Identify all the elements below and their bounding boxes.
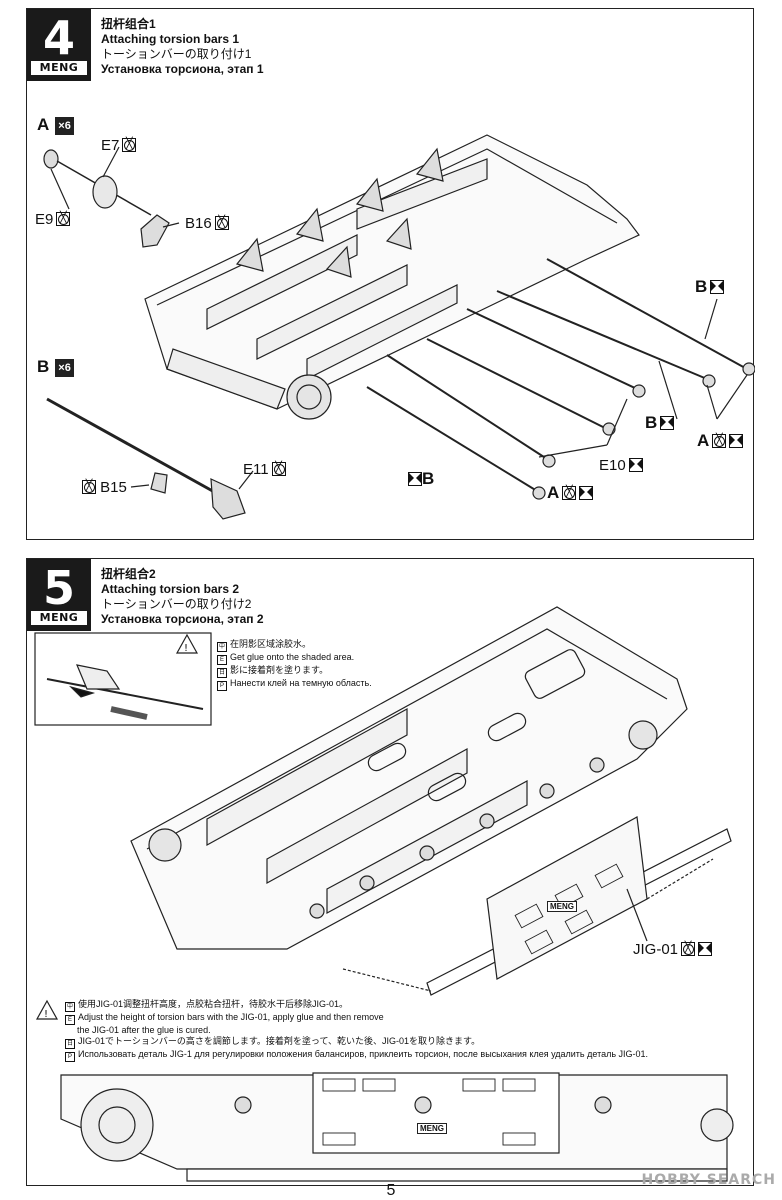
lang-flag-icon: 日	[65, 1039, 75, 1049]
lang-flag-icon: 中	[217, 642, 227, 652]
title-cn: 扭杆组合1	[101, 17, 156, 31]
label-part-b: B×6	[37, 357, 74, 377]
lang-flag-icon: E	[217, 655, 227, 665]
title-jp: トーションバーの取り付け2	[101, 597, 252, 611]
label-b-lower: B	[405, 469, 434, 489]
label-b16: B16	[185, 215, 229, 232]
title-cn: 扭杆组合2	[101, 567, 156, 581]
mirror-symbol-icon	[660, 416, 675, 430]
sprue-symbol-icon	[214, 215, 229, 230]
step-number: 5	[42, 561, 75, 615]
step-4-badge: 4 MENG	[27, 9, 91, 81]
label-e10: E10	[599, 457, 643, 474]
title-ru: Установка торсиона, этап 2	[101, 612, 264, 626]
label-b15: B15	[79, 479, 127, 496]
title-en: Attaching torsion bars 2	[101, 582, 240, 596]
label-a-right: A	[697, 431, 744, 451]
lang-flag-icon: E	[65, 1015, 75, 1025]
mirror-symbol-icon	[628, 458, 643, 472]
step-4-titles: 扭杆组合1 Attaching torsion bars 1 トーションバーの取…	[101, 17, 264, 77]
step-4-panel: 4 MENG 扭杆组合1 Attaching torsion bars 1 トー…	[26, 8, 755, 540]
label-b-right: B	[695, 277, 725, 297]
watermark: HOBBY SEARCH	[641, 1172, 776, 1188]
label-part-a: A×6	[37, 115, 74, 135]
step-5-titles: 扭杆组合2 Attaching torsion bars 2 トーションバーの取…	[101, 567, 264, 627]
label-jig-01: JIG-01	[633, 941, 713, 958]
svg-text:!: !	[184, 643, 188, 654]
mirror-symbol-icon	[698, 942, 713, 956]
lang-flag-icon: 中	[65, 1002, 75, 1012]
label-b-mid: B	[645, 413, 675, 433]
hull-drawing-step4	[43, 134, 755, 520]
label-e7: E7	[101, 137, 137, 154]
lang-flag-icon: Р	[217, 681, 227, 691]
svg-text:!: !	[44, 1009, 48, 1020]
step-number: 4	[42, 11, 75, 65]
lang-flag-icon: Р	[65, 1052, 75, 1062]
qty-badge: ×6	[55, 359, 74, 377]
mirror-symbol-icon	[710, 280, 725, 294]
lang-flag-icon: 日	[217, 668, 227, 678]
page-number: 5	[386, 1182, 396, 1199]
hull-drawing-step5: ! !	[34, 606, 734, 1182]
jig-logo-side: MENG	[417, 1123, 447, 1134]
sprue-symbol-icon	[562, 485, 577, 500]
label-e9: E9	[35, 211, 71, 228]
mirror-symbol-icon	[729, 434, 744, 448]
sprue-symbol-icon	[122, 137, 137, 152]
title-ru: Установка торсиона, этап 1	[101, 62, 264, 76]
step-5-badge: 5 MENG	[27, 559, 91, 631]
title-jp: トーションバーの取り付け1	[101, 47, 252, 61]
sprue-symbol-icon	[271, 461, 286, 476]
title-en: Attaching torsion bars 1	[101, 32, 240, 46]
sprue-symbol-icon	[712, 433, 727, 448]
meng-logo: MENG	[31, 61, 87, 75]
jig-logo: MENG	[547, 901, 577, 912]
step-5-panel: 5 MENG 扭杆组合2 Attaching torsion bars 2 トー…	[26, 558, 754, 1186]
sprue-symbol-icon	[82, 479, 96, 494]
meng-logo: MENG	[31, 611, 87, 625]
qty-badge: ×6	[55, 117, 74, 135]
mirror-symbol-icon	[579, 486, 594, 500]
label-a-lower: A	[547, 483, 594, 503]
label-e11: E11	[243, 461, 286, 478]
sprue-symbol-icon	[56, 211, 71, 226]
sprue-symbol-icon	[681, 941, 696, 956]
mirror-symbol-icon	[408, 472, 422, 486]
